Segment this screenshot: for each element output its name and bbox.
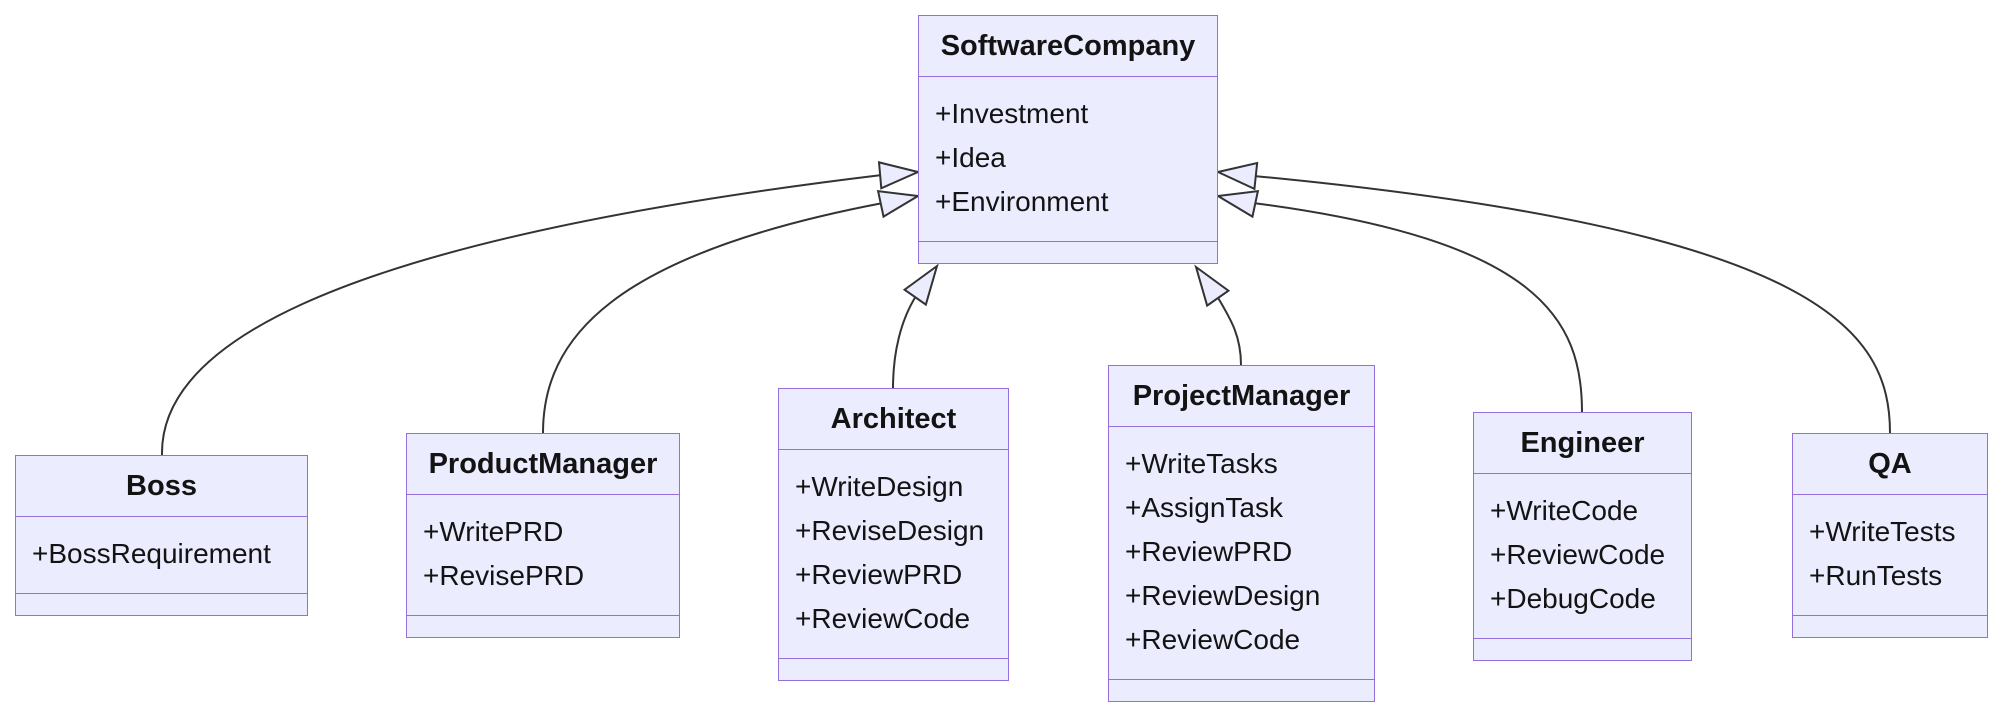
class-attributes: +WriteTests +RunTests [1793, 495, 1987, 615]
class-node-software-company: SoftwareCompany +Investment +Idea +Envir… [918, 15, 1218, 264]
class-member: +ReviewPRD [795, 559, 963, 590]
class-title: ProjectManager [1109, 366, 1374, 427]
class-attributes: +WriteCode +ReviewCode +DebugCode [1474, 474, 1691, 638]
class-member: +Environment [935, 186, 1109, 217]
class-methods-empty [407, 615, 679, 637]
edge-architect-to-softwarecompany [892, 295, 917, 389]
class-member: +ReviewCode [1490, 539, 1666, 570]
class-member: +ReviewPRD [1125, 536, 1293, 567]
class-member: +WriteDesign [795, 471, 964, 502]
class-member: +RevisePRD [423, 560, 585, 591]
class-title: ProductManager [407, 434, 679, 495]
class-member: +ReviewCode [1125, 624, 1301, 655]
class-methods-empty [779, 658, 1008, 680]
class-member: +ReviseDesign [795, 515, 985, 546]
class-member: +WriteCode [1490, 495, 1639, 526]
class-node-qa: QA +WriteTests +RunTests [1792, 433, 1988, 638]
class-member: +ReviewDesign [1125, 580, 1321, 611]
class-node-engineer: Engineer +WriteCode +ReviewCode +DebugCo… [1473, 412, 1692, 661]
class-member: +ReviewCode [795, 603, 971, 634]
class-node-product-manager: ProductManager +WritePRD +RevisePRD [406, 433, 680, 638]
class-member: +WritePRD [423, 516, 564, 547]
class-title: Boss [16, 456, 307, 517]
class-attributes: +BossRequirement [16, 517, 307, 593]
class-title: Architect [779, 389, 1008, 450]
inheritance-arrowhead [902, 263, 939, 307]
edge-productmanager-to-softwarecompany [542, 202, 884, 434]
class-methods-empty [1474, 638, 1691, 660]
class-member: +WriteTests [1809, 516, 1956, 547]
class-methods-empty [919, 241, 1217, 263]
class-attributes: +WritePRD +RevisePRD [407, 495, 679, 615]
class-member: +AssignTask [1125, 492, 1283, 523]
edge-engineer-to-softwarecompany [1252, 202, 1583, 413]
edge-boss-to-softwarecompany [160, 174, 883, 456]
class-node-project-manager: ProjectManager +WriteTasks +AssignTask +… [1108, 365, 1375, 702]
class-member: +BossRequirement [32, 538, 271, 569]
class-title: Engineer [1474, 413, 1691, 474]
inheritance-arrowhead [1214, 161, 1259, 191]
inheritance-arrowhead [877, 161, 922, 190]
inheritance-arrowhead [1214, 190, 1260, 219]
class-title: QA [1793, 434, 1987, 495]
class-member: +WriteTasks [1125, 448, 1278, 479]
class-member: +Idea [935, 142, 1006, 173]
class-methods-empty [16, 593, 307, 615]
class-member: +DebugCode [1490, 583, 1656, 614]
class-title: SoftwareCompany [919, 16, 1217, 77]
class-node-architect: Architect +WriteDesign +ReviseDesign +Re… [778, 388, 1009, 681]
class-attributes: +WriteDesign +ReviseDesign +ReviewPRD +R… [779, 450, 1008, 658]
class-member: +RunTests [1809, 560, 1943, 591]
class-methods-empty [1793, 615, 1987, 637]
class-methods-empty [1109, 679, 1374, 701]
edge-projectmanager-to-softwarecompany [1216, 295, 1242, 366]
edge-qa-to-softwarecompany [1253, 175, 1891, 434]
class-attributes: +WriteTasks +AssignTask +ReviewPRD +Revi… [1109, 427, 1374, 679]
class-member: +Investment [935, 98, 1089, 129]
class-node-boss: Boss +BossRequirement [15, 455, 308, 616]
inheritance-arrowhead [1194, 264, 1231, 308]
inheritance-arrowhead [876, 190, 922, 219]
class-attributes: +Investment +Idea +Environment [919, 77, 1217, 241]
